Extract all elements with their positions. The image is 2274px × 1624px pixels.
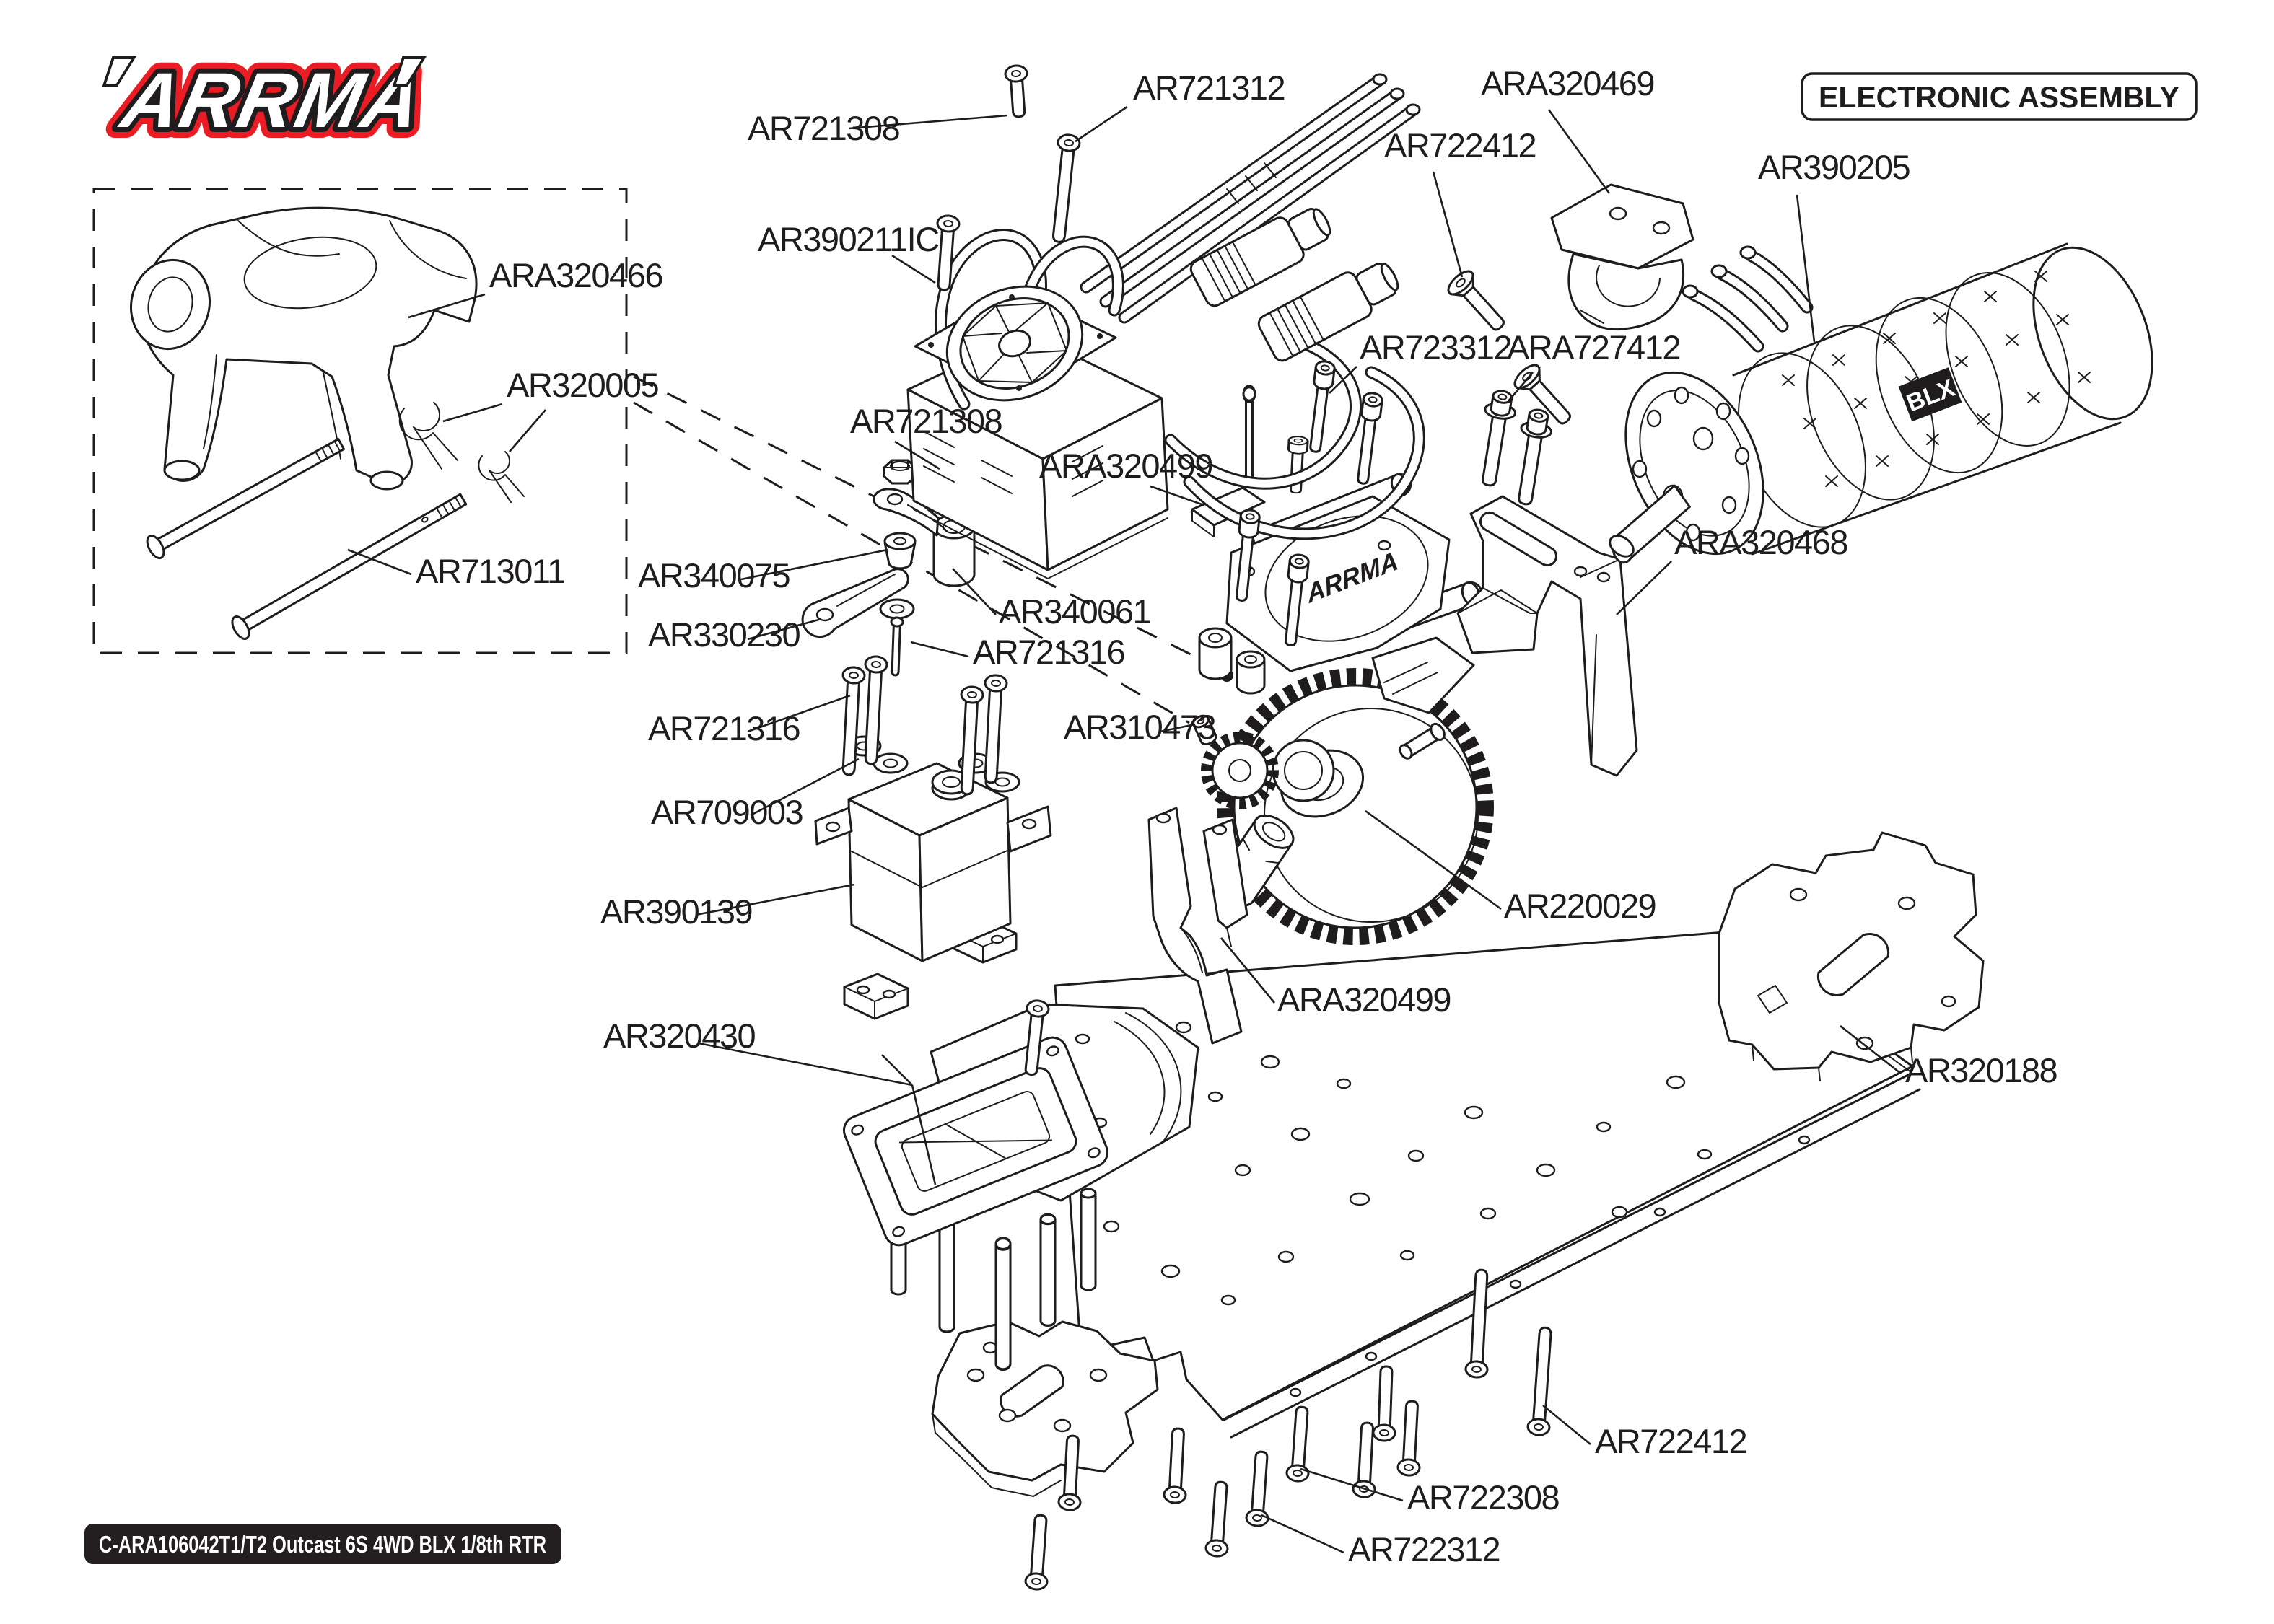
- body-clips-ar320005: [398, 402, 525, 503]
- part-label-ar721308-top: AR721308: [748, 109, 899, 147]
- chassis-rear-plate: [1718, 831, 1985, 1081]
- pin-ar721316: [888, 616, 904, 677]
- part-label-ar722412-top: AR722412: [1384, 126, 1536, 164]
- chassis-holes: [1103, 1021, 1713, 1306]
- screw-ar721308-top: [1003, 63, 1031, 119]
- part-label-ar320005: AR320005: [507, 366, 658, 404]
- part-label-ar220029: AR220029: [1504, 887, 1656, 925]
- servo-ar390139: [814, 762, 1052, 962]
- esc-power-cables: [1080, 73, 1421, 324]
- motor-mount-ara320499: ARRMA: [1191, 387, 1483, 714]
- part-label-ar709003: AR709003: [651, 793, 803, 831]
- cone-spacer-ar340075: [883, 532, 917, 570]
- motor-wires: [1682, 245, 1814, 353]
- part-label-ar390205: AR390205: [1758, 148, 1910, 186]
- inset-dashed-box: [92, 188, 628, 654]
- part-label-ar722412-bottom: AR722412: [1595, 1422, 1746, 1460]
- gear-fork-ara320499: [1147, 807, 1248, 1045]
- screw-ar721312: [1046, 132, 1082, 245]
- motor-knurl-pattern: [1782, 271, 2091, 487]
- part-label-ara320466: ARA320466: [489, 256, 662, 294]
- motor-clamp-ara320469: [1550, 183, 1694, 331]
- pinion-gear-ar310473: [1192, 714, 1279, 809]
- model-code: C-ARA106042T1/T2 Outcast 6S 4WD BLX 1/8t…: [99, 1531, 546, 1558]
- grub-screw: [1192, 714, 1217, 746]
- diagram-title: ELECTRONIC ASSEMBLY: [1819, 80, 2179, 114]
- motor-mount-bracket-ara320468: [1456, 495, 1638, 777]
- screws-ara727412: [1472, 387, 1556, 508]
- part-label-ara320468: ARA320468: [1674, 523, 1847, 561]
- part-label-ar320188: AR320188: [1905, 1051, 2057, 1089]
- install-direction-dashed-line: [633, 375, 1219, 670]
- part-label-ar721316-right: AR721316: [973, 633, 1124, 671]
- part-label-ara727412: ARA727412: [1507, 328, 1680, 367]
- leader-lines: [347, 105, 1902, 1554]
- washer: [879, 598, 915, 620]
- hinge-pins-ar713011: [146, 438, 468, 640]
- part-label-ar340061: AR340061: [999, 592, 1150, 631]
- part-label-ar320430: AR320430: [603, 1017, 755, 1055]
- receiver-tray-ar320430: [842, 998, 1199, 1371]
- logo-tick-left: [102, 56, 136, 87]
- part-label-ara320469: ARA320469: [1481, 64, 1654, 102]
- part-label-ar721316-left: AR721316: [648, 709, 800, 747]
- part-label-ar721308-mid: AR721308: [850, 402, 1002, 440]
- part-label-ara320499-top: ARA320499: [1039, 447, 1212, 485]
- footer-badge: C-ARA106042T1/T2 Outcast 6S 4WD BLX 1/8t…: [84, 1524, 561, 1564]
- part-label-ar310473: AR310473: [1064, 708, 1215, 746]
- wing-mount-ara320466: [129, 206, 478, 491]
- gear-shaft-stub: [1399, 722, 1446, 760]
- motor-ar390205: BLX: [1609, 242, 2153, 564]
- part-label-ar721312: AR721312: [1133, 69, 1285, 107]
- logo-tick-right: [392, 56, 427, 87]
- part-label-ar330230: AR330230: [648, 615, 800, 654]
- part-label-ar390139: AR390139: [600, 892, 752, 931]
- logo-red-outline: ARRMA: [113, 57, 431, 144]
- part-label-ara320499-bottom: ARA320499: [1277, 980, 1451, 1019]
- part-label-ar722312: AR722312: [1348, 1530, 1500, 1568]
- spur-gear-ar220029: [1215, 668, 1494, 945]
- motor-blx-badge: BLX: [1898, 367, 1962, 422]
- esc-ar390211ic: [906, 73, 1425, 579]
- part-label-ar390211ic: AR390211IC: [758, 220, 939, 258]
- arrma-logo: ARRMA ARRMA ARRMA: [102, 46, 442, 155]
- esc-connector: [1257, 262, 1399, 362]
- esc-connector: [1189, 207, 1331, 307]
- chassis-ar320188: [931, 831, 1985, 1497]
- part-label-ar723312: AR723312: [1360, 328, 1511, 367]
- link-ar330230: [801, 568, 909, 638]
- bellcrank-ar340061: [873, 488, 976, 587]
- chassis-front-plate: [931, 1320, 1159, 1497]
- mount-screw-long: [1243, 387, 1255, 485]
- part-label-ar340075: AR340075: [638, 556, 790, 594]
- part-labels: AR721308 AR721312 AR390211IC ARA320469 A…: [416, 64, 2058, 1568]
- part-label-ar722308: AR722308: [1407, 1478, 1559, 1517]
- cooling-fan-icon: [914, 285, 1117, 402]
- part-label-ar713011: AR713011: [416, 552, 565, 590]
- title-box: ELECTRONIC ASSEMBLY: [1801, 72, 2198, 121]
- logo-black-outline: ARRMA: [113, 57, 431, 144]
- logo-text: ARRMA: [113, 57, 431, 144]
